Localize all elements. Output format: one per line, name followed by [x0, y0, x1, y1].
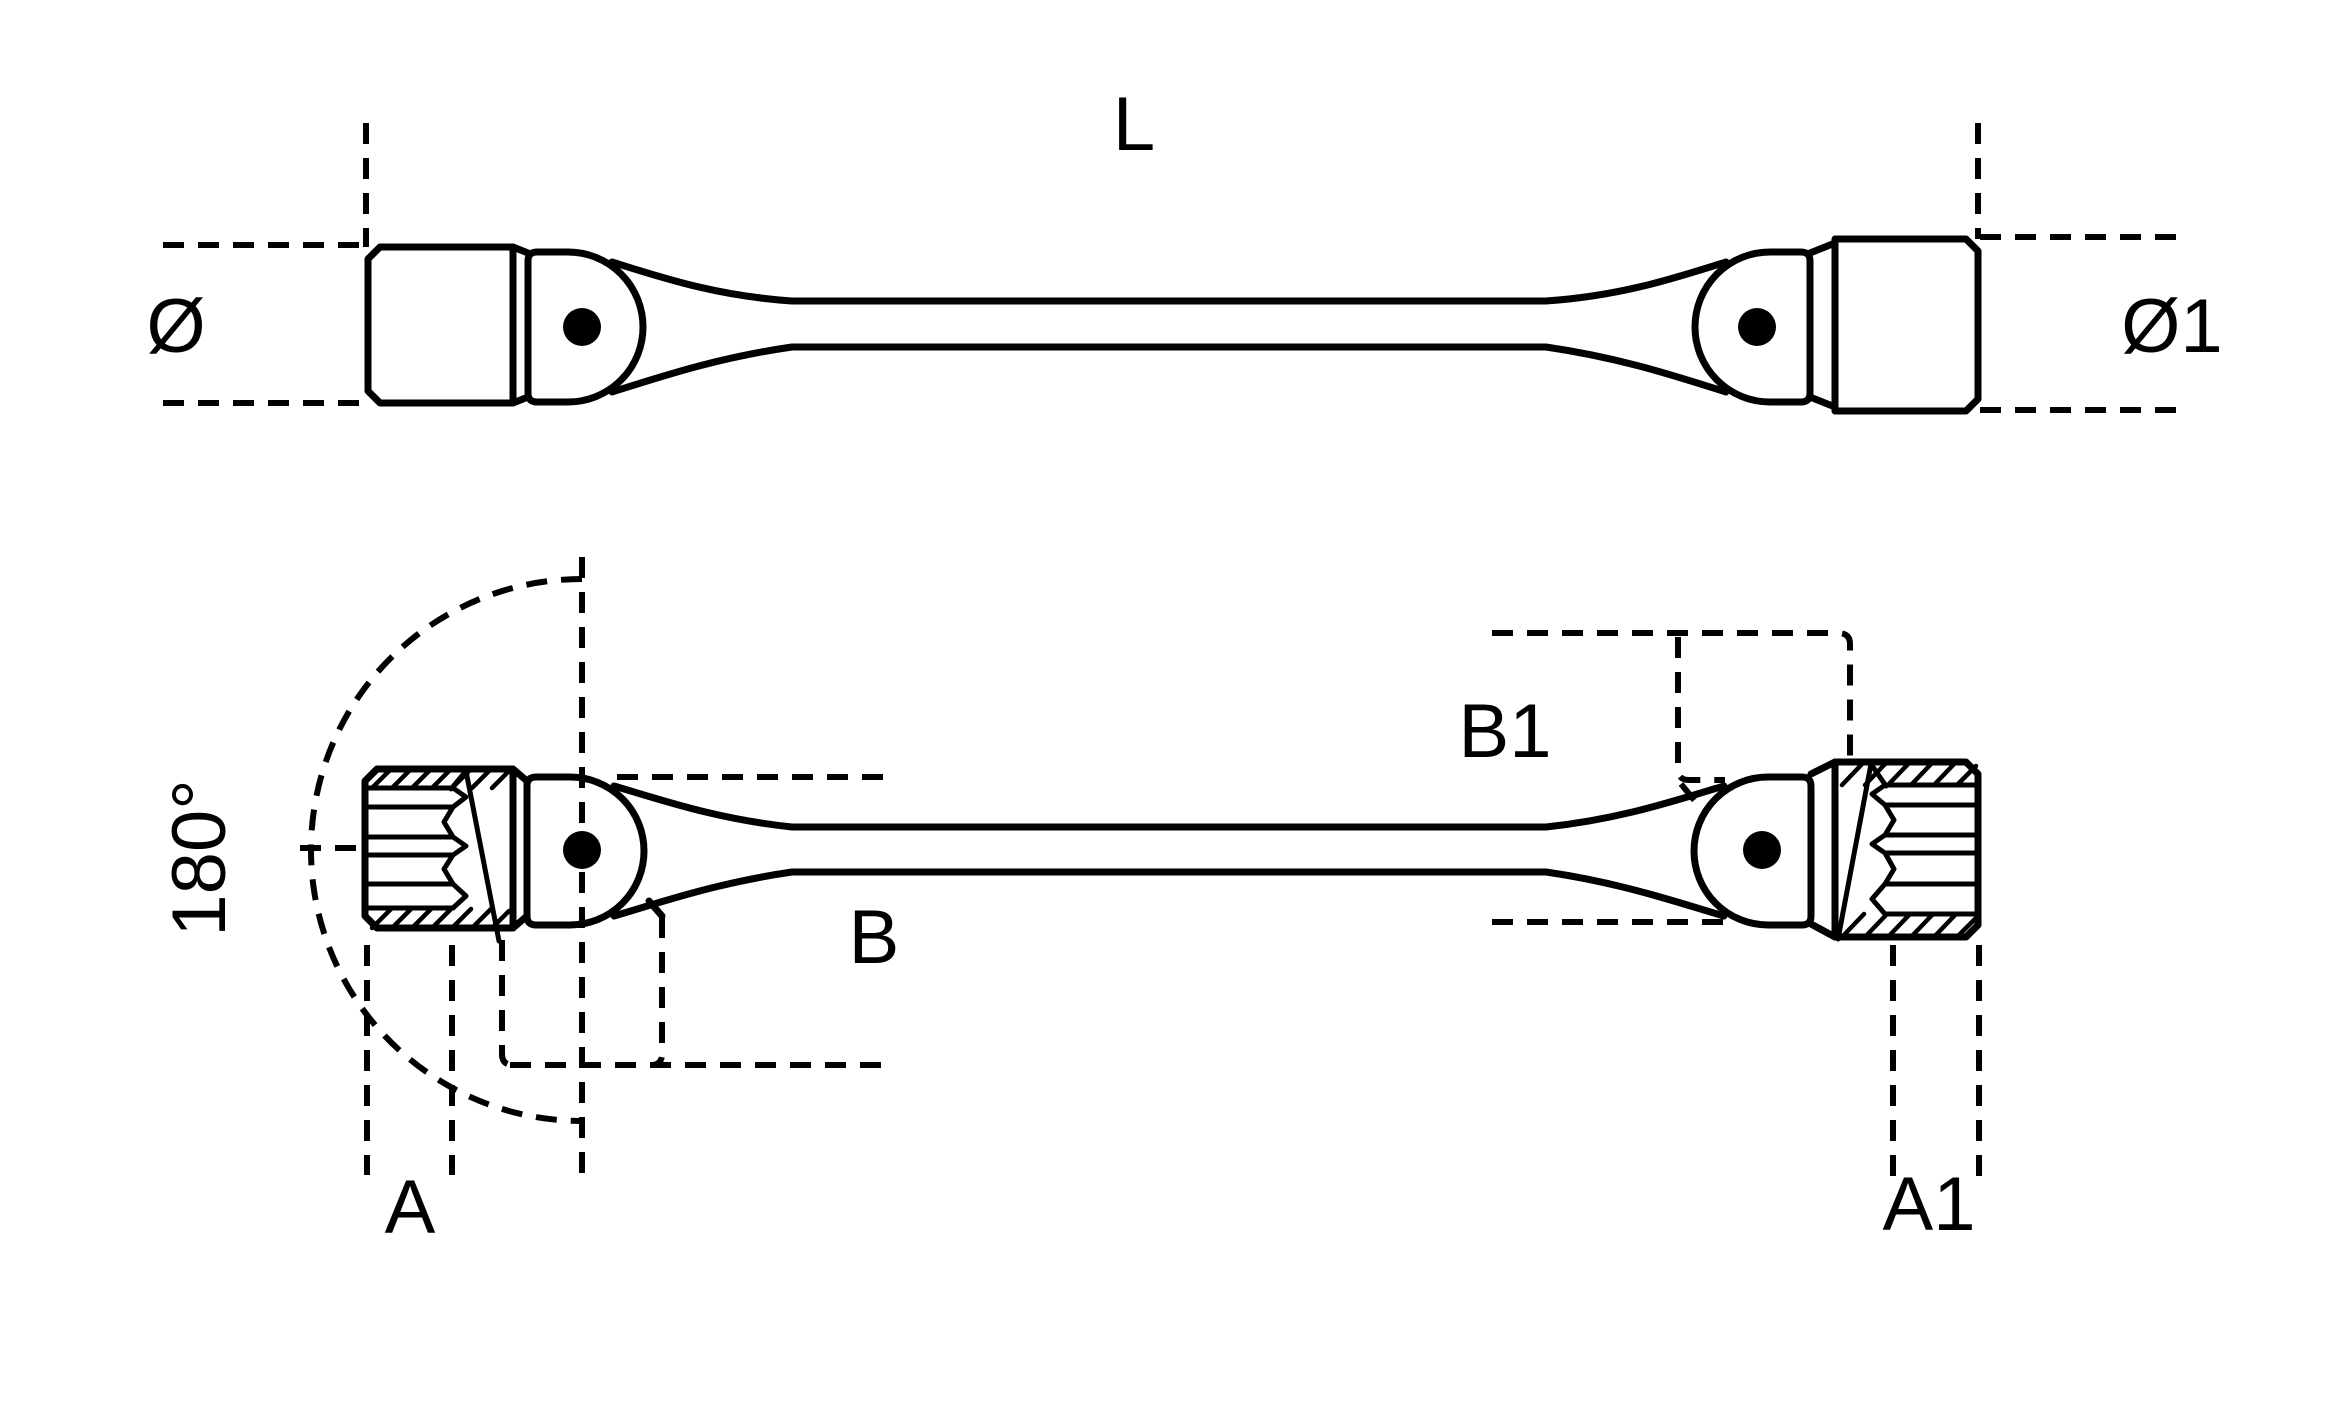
- label-depth-a: A: [385, 1165, 436, 1250]
- left-pivot-pin-bottom: [563, 831, 601, 869]
- right-swivel-ball: [1691, 248, 1814, 406]
- bottom-view-wrench: [361, 758, 1982, 944]
- right-swivel-ball-bottom: [1690, 773, 1815, 929]
- right-socket-cone-edge: [1835, 761, 1874, 942]
- phantom-socket-left-edge: [499, 940, 514, 1068]
- label-diameter-left: Ø: [146, 284, 205, 369]
- shaft-bottom-edge: [608, 343, 1730, 396]
- left-taper-notch: [645, 897, 666, 920]
- right-pivot-pin: [1738, 308, 1776, 346]
- right-pivot-pin-bottom: [1743, 831, 1781, 869]
- shaft-bottom-edge-bottom-view: [610, 868, 1728, 920]
- left-spline-lines: [362, 785, 456, 911]
- left-socket-hatch-bottom: [369, 906, 512, 931]
- top-view: L Ø Ø1: [146, 82, 2223, 415]
- label-swivel-angle: 180°: [157, 779, 242, 936]
- left-socket-cone-edge: [463, 768, 502, 944]
- label-width-b1: B1: [1459, 689, 1552, 774]
- left-spline-zigzag: [441, 785, 469, 911]
- label-width-b: B: [849, 895, 900, 980]
- right-spline-lines: [1882, 782, 1981, 917]
- left-swivel-ball: [524, 248, 647, 406]
- top-view-dimension-lines: [163, 123, 2187, 413]
- label-depth-a1: A1: [1883, 1162, 1976, 1247]
- left-pivot-pin: [563, 308, 601, 346]
- right-socket-hatch-bottom: [1839, 911, 1979, 940]
- right-socket-side: [1831, 235, 1982, 415]
- left-socket-side: [364, 243, 517, 407]
- left-swivel-ball-bottom: [523, 773, 648, 929]
- right-neck: [1806, 239, 1839, 411]
- right-socket-neck-ring: [1807, 758, 1839, 941]
- label-length: L: [1113, 82, 1155, 167]
- shaft-top-edge: [608, 258, 1730, 305]
- right-socket-end-view: [1831, 758, 1982, 942]
- right-socket-hatch-top: [1839, 759, 1979, 788]
- phantom-socket-up-left-edge: [1675, 637, 1725, 783]
- bottom-view-dimension-lines: [300, 557, 1982, 1177]
- shaft-top-edge-bottom-view: [610, 782, 1728, 831]
- phantom-socket-right-edge: [650, 917, 665, 1068]
- top-view-wrench: [364, 235, 1982, 415]
- right-spline-zigzag: [1869, 782, 1897, 917]
- right-socket-cone-edge-2: [1868, 761, 1889, 789]
- bottom-view: 180° B B1 A A1: [157, 557, 1982, 1250]
- right-socket-body: [1831, 758, 1982, 941]
- b1-extension-top: [1492, 630, 1853, 757]
- label-diameter-right: Ø1: [2121, 284, 2222, 369]
- left-socket-end-view: [361, 765, 531, 944]
- left-socket-hatch-top: [369, 766, 512, 791]
